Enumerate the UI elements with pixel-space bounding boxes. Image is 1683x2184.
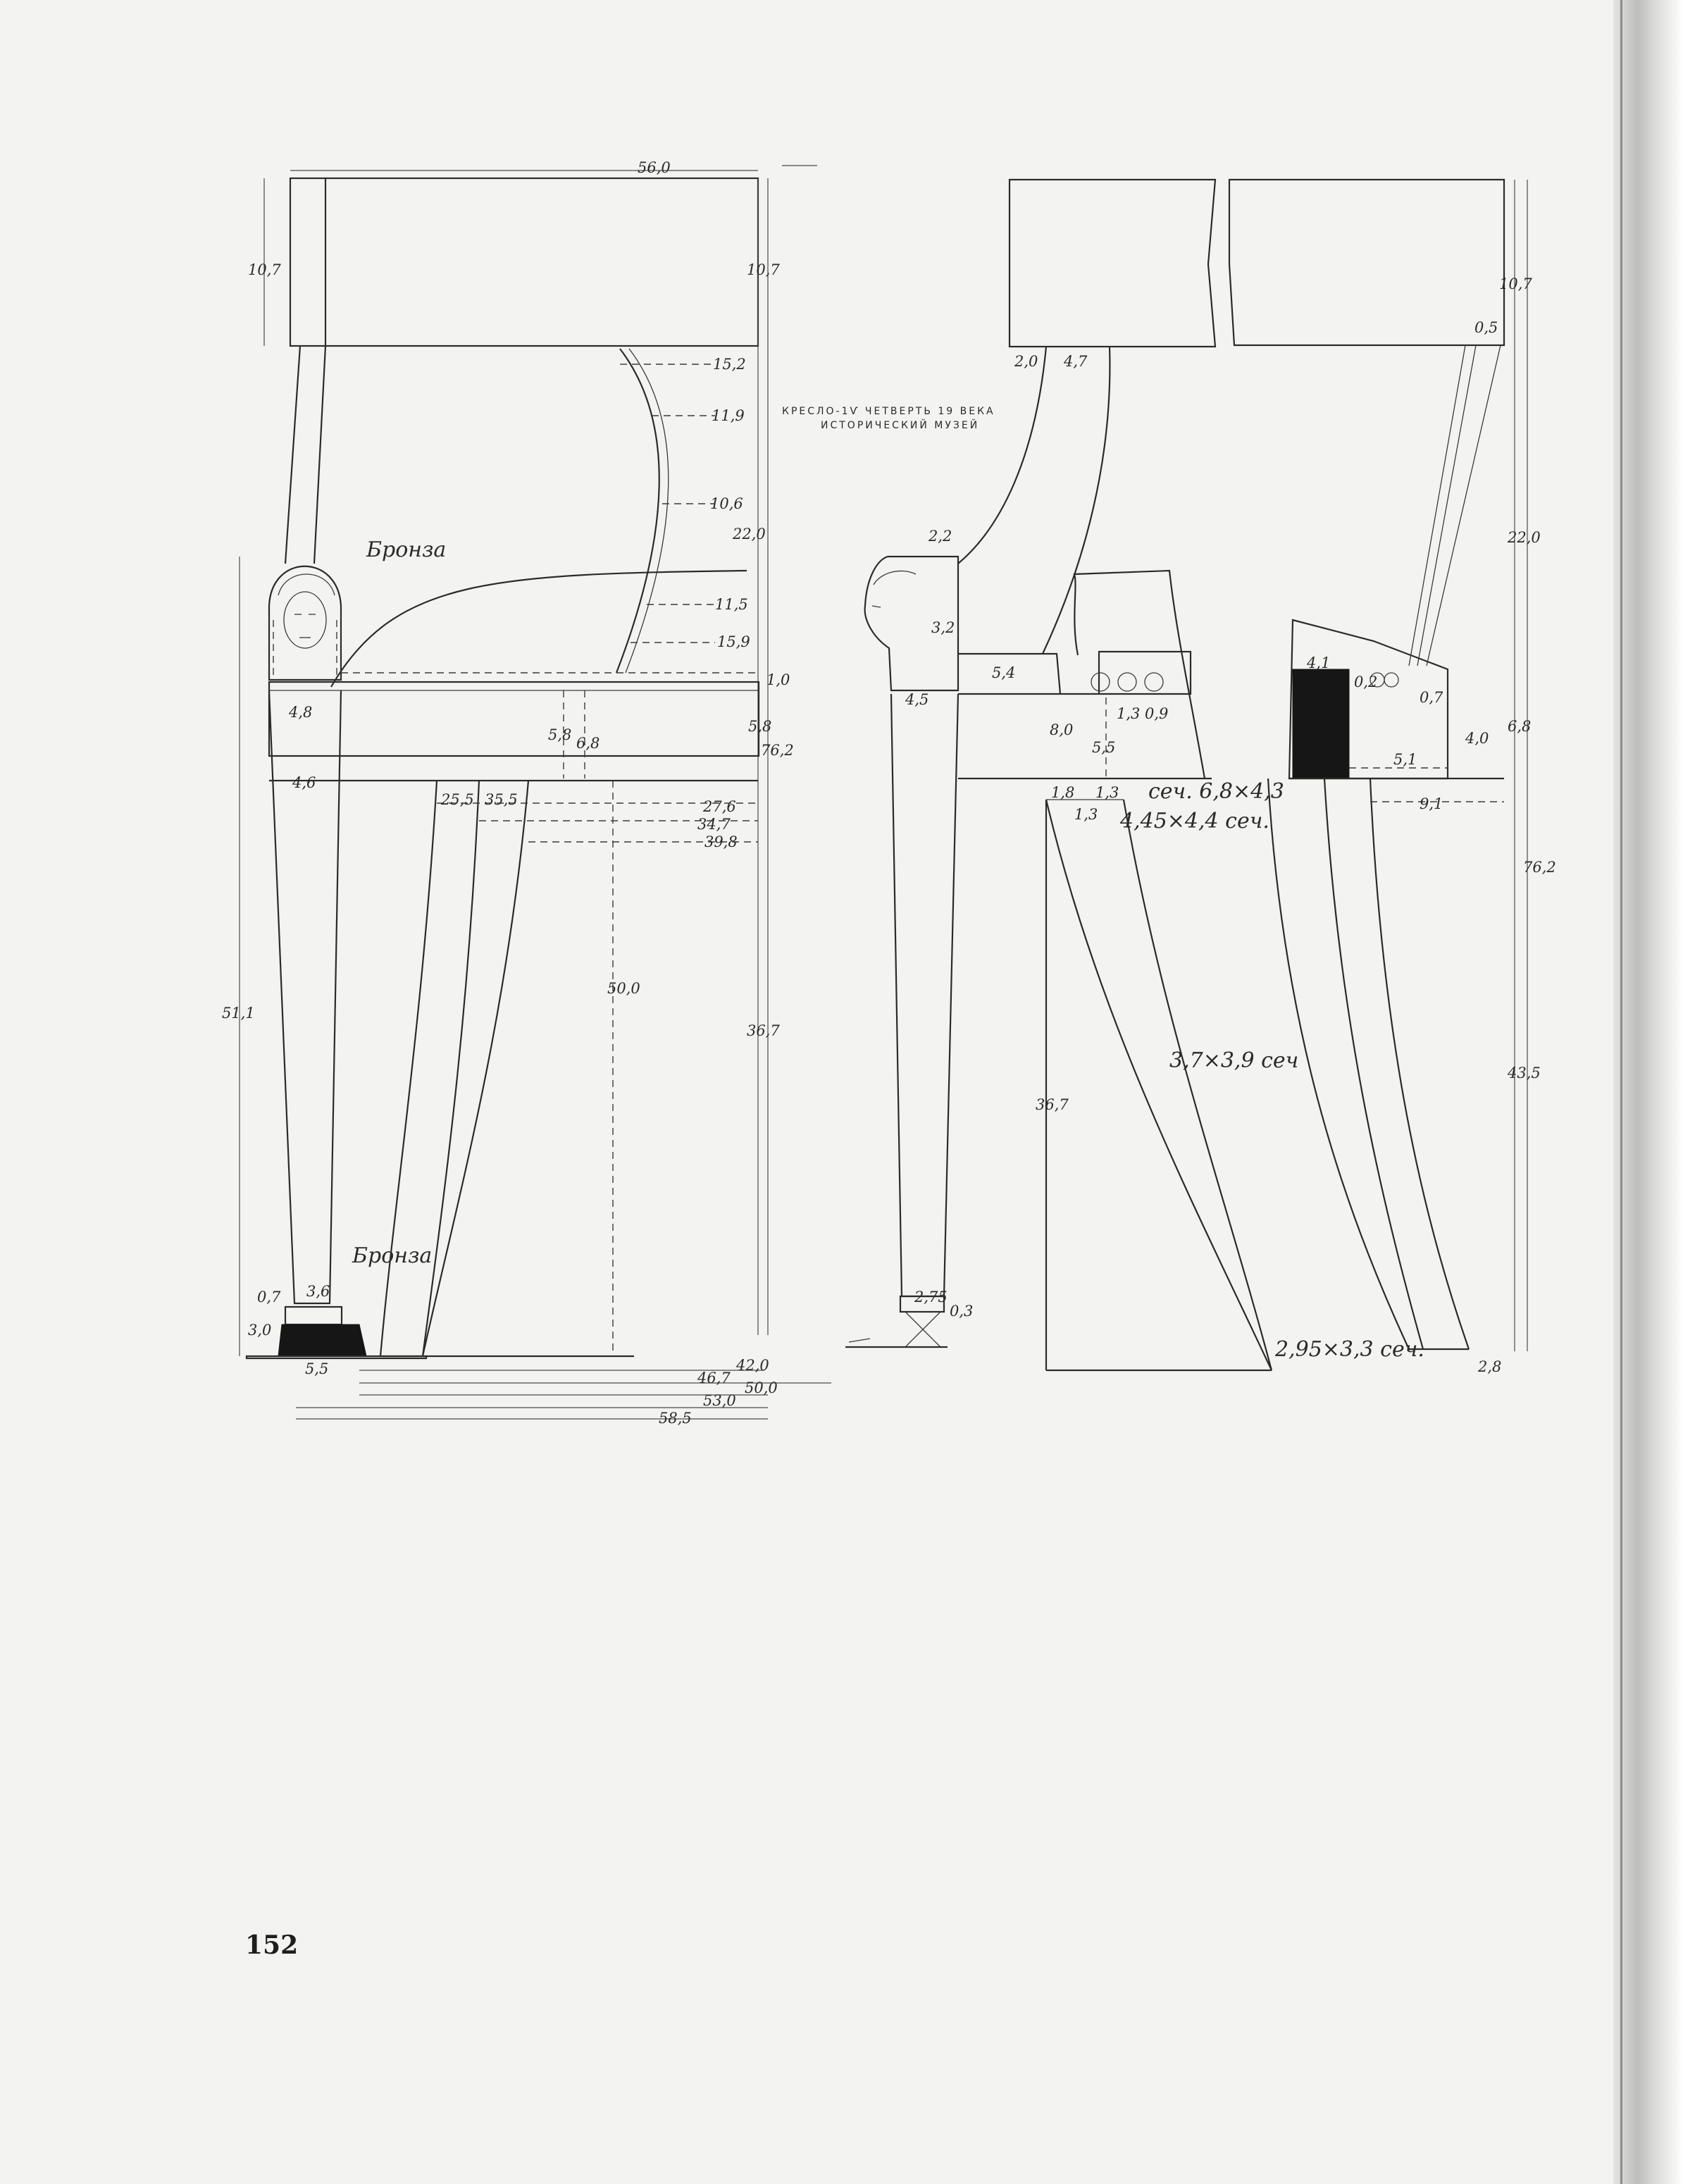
bronze-head-ornament (268, 565, 342, 681)
label-section-upper: 4,45×4,4 сеч. (1119, 809, 1269, 833)
front-back-curve (615, 348, 660, 674)
dim-bottom-span-3: 50,0 (745, 1379, 778, 1396)
dim-rail-inner-b: 6,8 (576, 735, 600, 752)
side-back-curve (957, 346, 1048, 564)
dim-curve-offset-2: 11,9 (712, 407, 745, 424)
dim-side-peg-a: 1,3 (1117, 705, 1140, 722)
dim-side-post-width: 4,5 (905, 691, 929, 708)
dim-leg-span-2: 34,7 (697, 816, 731, 833)
dim-post-width: 4,6 (292, 774, 316, 791)
dim-side-leg-b: 1,3 (1074, 806, 1098, 823)
dim-side-foot-a: 2,75 (914, 1289, 948, 1305)
dim-back-rail-height: 6,8 (1508, 718, 1531, 735)
dim-back-top-height: 10,7 (1499, 275, 1532, 292)
front-back-top-rail (289, 177, 759, 347)
side-post (890, 693, 960, 1298)
dim-side-foot-b: 0,3 (950, 1303, 973, 1320)
dim-front-arm-height: 22,0 (732, 526, 766, 542)
back-seat-block (1288, 619, 1449, 780)
dim-bottom-span-5: 58,5 (659, 1410, 692, 1427)
front-leg-outer (379, 780, 438, 1357)
dim-side-arm-depth: 4,7 (1063, 353, 1088, 370)
dim-tenon-b: 0,7 (1420, 689, 1443, 706)
dim-front-foot-c: 3,6 (306, 1283, 330, 1300)
dim-leg-offset-2: 35,5 (485, 791, 518, 808)
dim-side-leg-height: 36,7 (1036, 1096, 1069, 1113)
page-binding-shadow (1613, 0, 1683, 2184)
front-left-post (268, 690, 342, 1305)
dim-back-offset: 0,5 (1474, 319, 1498, 336)
dim-bottom-span-2: 46,7 (697, 1370, 731, 1386)
front-arm-curve (330, 569, 747, 688)
dim-side-leg-c: 1,3 (1095, 784, 1119, 801)
page-number: 152 (245, 1930, 299, 1960)
side-top-block (1008, 178, 1217, 348)
dim-bottom-span-1: 42,0 (735, 1357, 769, 1374)
label-bronze-top: Бронза (366, 538, 446, 562)
dim-front-top-width: 56,0 (638, 159, 671, 176)
dim-front-foot-b: 3,0 (248, 1322, 271, 1339)
dim-front-back-height-right: 10,7 (747, 261, 780, 278)
back-top-block (1228, 178, 1505, 347)
back-leg (1267, 778, 1410, 1350)
dim-inner-height: 50,0 (607, 980, 640, 997)
side-view (845, 178, 1273, 1372)
drawing-caption-sub: ИСТОРИЧЕСКИЙ МУЗЕЙ (821, 418, 979, 431)
dim-side-head-top: 2,2 (928, 528, 952, 545)
side-foot (845, 1295, 948, 1348)
label-section-main: сеч. 6,8×4,3 (1148, 779, 1284, 804)
dim-back-height: 22,0 (1507, 529, 1541, 546)
dim-back-leg-height: 43,5 (1507, 1065, 1541, 1081)
dim-front-total-height: 76,2 (761, 742, 794, 759)
label-bronze-bottom: Бронза (352, 1243, 432, 1268)
label-section-lower: 2,95×3,3 сеч. (1274, 1337, 1424, 1362)
dim-leg-height-left: 51,1 (222, 1005, 255, 1022)
dim-curve-offset-1: 15,2 (713, 356, 746, 373)
dim-side-leg-a: 1,8 (1051, 784, 1074, 801)
dim-back-leg-offset: 9,1 (1420, 795, 1443, 812)
front-seat-rail (268, 681, 760, 757)
front-view (239, 165, 831, 1420)
page-binding-edge (1620, 0, 1622, 2184)
dim-side-head-height: 3,2 (931, 619, 955, 636)
back-view (1228, 178, 1528, 1351)
drawing-caption: КРЕСЛО-1Ѵ ЧЕТВЕРТЬ 19 ВЕКА (782, 406, 995, 417)
dim-tenon-width: 4,1 (1306, 654, 1330, 671)
dim-curve-offset-4: 11,5 (715, 596, 748, 613)
dim-side-peg-b: 0,9 (1145, 705, 1168, 722)
back-tenon-section (1292, 669, 1350, 779)
side-seat-back (1073, 569, 1206, 779)
side-leg (1045, 799, 1272, 1371)
dim-back-foot-height: 2,8 (1477, 1358, 1501, 1375)
dim-side-rail-depth: 5,4 (992, 664, 1015, 681)
dim-tenon-a: 0,2 (1354, 674, 1377, 690)
dim-front-foot-d: 5,5 (305, 1360, 328, 1377)
dim-front-seat-rail: 1,0 (766, 671, 790, 688)
dim-leg-height-right: 36,7 (747, 1022, 780, 1039)
dim-bottom-span-4: 53,0 (703, 1392, 736, 1409)
dim-leg-offset-1: 25,5 (440, 791, 474, 808)
dim-tenon-depth: 4,0 (1465, 730, 1489, 747)
dim-side-arm-width: 2,0 (1014, 353, 1038, 370)
dim-leg-span-3: 39,8 (704, 833, 738, 850)
dim-rail-inner-a: 5,8 (548, 726, 571, 743)
dim-side-seat-a: 8,0 (1050, 721, 1073, 738)
dim-back-total-height: 76,2 (1523, 859, 1556, 876)
dim-post-top-width: 4,8 (288, 704, 312, 721)
dim-tenon-height: 5,1 (1393, 751, 1417, 768)
dim-side-seat-b: 5,5 (1092, 739, 1115, 756)
dim-leg-span-1: 27,6 (702, 798, 736, 815)
side-head-ornament (864, 555, 960, 692)
front-foot (245, 1305, 428, 1360)
dim-curve-offset-5: 15,9 (717, 633, 750, 650)
dim-front-rail-height: 5,8 (748, 718, 771, 735)
dim-curve-offset-3: 10,6 (710, 495, 743, 512)
dim-front-back-height-left: 10,7 (248, 261, 281, 278)
dim-front-foot-a: 0,7 (257, 1289, 281, 1305)
label-section-middle: 3,7×3,9 сеч (1169, 1048, 1298, 1073)
